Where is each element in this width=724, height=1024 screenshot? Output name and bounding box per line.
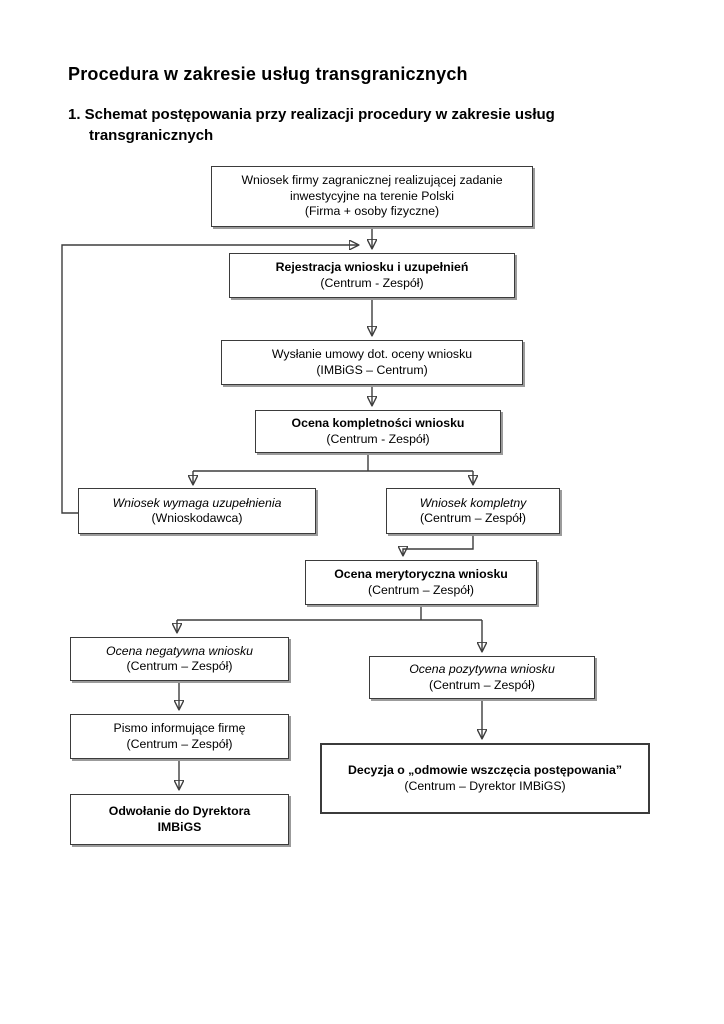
node-registration-line1: Rejestracja wniosku i uzupełnień <box>275 260 469 274</box>
node-refusal-decision: Decyzja o „odmowie wszczęcia postępowani… <box>320 743 650 814</box>
node-refusal-decision-line2: (Centrum – Dyrektor IMBiGS) <box>404 778 566 793</box>
node-needs-supplement-line1: Wniosek wymaga uzupełnienia <box>112 495 282 510</box>
node-merit-assessment-line1: Ocena merytoryczna wniosku <box>334 567 508 581</box>
node-negative-assessment: Ocena negatywna wniosku (Centrum – Zespó… <box>70 637 289 681</box>
node-negative-assessment-line2: (Centrum – Zespół) <box>126 659 233 673</box>
node-complete-application-line2: (Centrum – Zespół) <box>420 511 526 525</box>
node-merit-assessment-line2: (Centrum – Zespół) <box>368 582 474 597</box>
node-positive-assessment: Ocena pozytywna wniosku (Centrum – Zespó… <box>369 656 595 699</box>
node-needs-supplement: Wniosek wymaga uzupełnienia (Wnioskodawc… <box>78 488 316 534</box>
node-info-letter-line2: (Centrum – Zespół) <box>126 736 233 751</box>
node-appeal: Odwołanie do Dyrektora IMBiGS <box>70 794 289 845</box>
node-application-line2: inwestycyjne na terenie Polski <box>289 188 455 203</box>
node-complete-application-line1: Wniosek kompletny <box>419 495 527 510</box>
node-agreement-sending-line1: Wysłanie umowy dot. oceny wniosku <box>271 347 473 361</box>
section-heading: 1. Schemat postępowania przy realizacji … <box>68 104 555 146</box>
page-title: Procedura w zakresie usług transgraniczn… <box>68 64 468 84</box>
node-appeal-line1: Odwołanie do Dyrektora <box>108 804 251 818</box>
node-complete-application: Wniosek kompletny (Centrum – Zespół) <box>386 488 560 534</box>
node-positive-assessment-line1: Ocena pozytywna wniosku <box>409 662 555 676</box>
node-application: Wniosek firmy zagranicznej realizującej … <box>211 166 533 227</box>
node-agreement-sending: Wysłanie umowy dot. oceny wniosku (IMBiG… <box>221 340 523 385</box>
node-merit-assessment: Ocena merytoryczna wniosku (Centrum – Ze… <box>305 560 537 605</box>
edge-completeness-split <box>193 453 473 472</box>
node-registration: Rejestracja wniosku i uzupełnień (Centru… <box>229 253 515 298</box>
node-appeal-line2: IMBiGS <box>157 819 202 834</box>
node-agreement-sending-line2: (IMBiGS – Centrum) <box>316 362 428 377</box>
node-negative-assessment-line1: Ocena negatywna wniosku <box>106 643 253 658</box>
section-heading-line2: transgranicznych <box>89 127 214 144</box>
node-positive-assessment-line2: (Centrum – Zespół) <box>429 677 535 692</box>
node-info-letter: Pismo informujące firmę (Centrum – Zespó… <box>70 714 289 759</box>
node-application-line1: Wniosek firmy zagranicznej realizującej … <box>241 173 503 188</box>
edge-complete-to-merit <box>403 534 474 555</box>
node-completeness-check-line1: Ocena kompletności wniosku <box>291 416 465 430</box>
section-heading-line1: 1. Schemat postępowania przy realizacji … <box>68 106 555 123</box>
node-application-line3: (Firma + osoby fizyczne) <box>304 204 440 219</box>
node-info-letter-line1: Pismo informujące firmę <box>113 721 246 735</box>
node-registration-line2: (Centrum - Zespół) <box>320 275 424 290</box>
node-refusal-decision-line1: Decyzja o „odmowie wszczęcia postępowani… <box>347 763 623 777</box>
node-completeness-check-line2: (Centrum - Zespół) <box>326 431 430 446</box>
edge-merit-split <box>177 605 482 621</box>
node-needs-supplement-line2: (Wnioskodawca) <box>151 511 243 525</box>
node-completeness-check: Ocena kompletności wniosku (Centrum - Ze… <box>255 410 501 453</box>
